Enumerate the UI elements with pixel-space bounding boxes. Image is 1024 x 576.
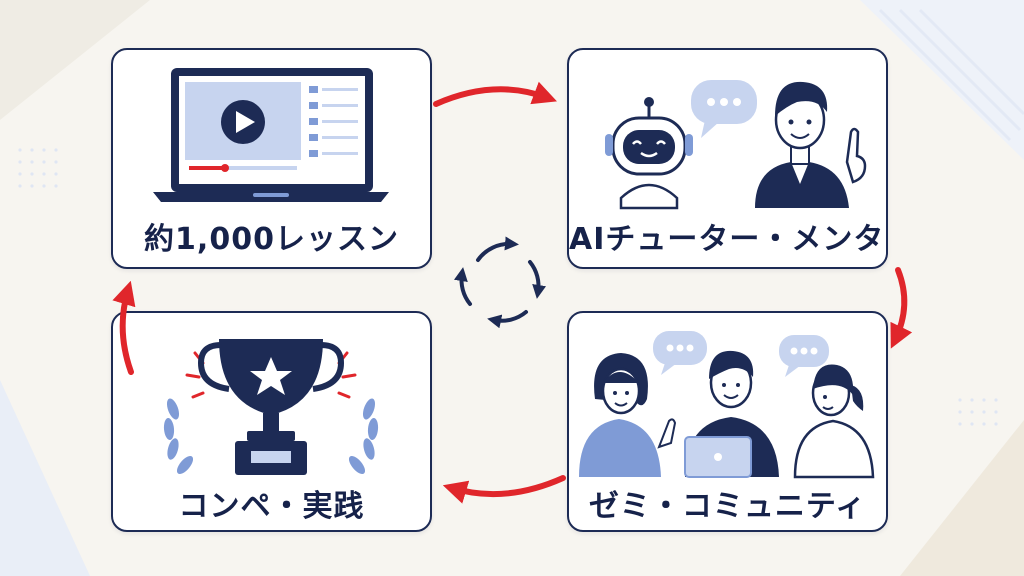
card-competition[interactable]: コンペ・実践	[111, 311, 432, 532]
card-community[interactable]: ゼミ・コミュニティ	[567, 311, 888, 532]
trophy-icon	[163, 339, 379, 475]
person-icon	[579, 353, 677, 477]
person-icon	[684, 350, 779, 478]
card-label: AIチューター・メンター	[569, 222, 888, 257]
card-lessons[interactable]: 約1,000レッスン	[111, 48, 432, 269]
group-discussion-icon	[579, 331, 875, 479]
card-ai-tutor[interactable]: AIチューター・メンター	[567, 48, 888, 269]
card-label: 約1,000レッスン	[144, 222, 399, 257]
card-label: コンペ・実践	[178, 489, 365, 524]
robot-icon	[605, 97, 693, 210]
speech-bubble-icon	[691, 80, 757, 138]
speech-bubble-icon	[653, 331, 829, 377]
robot-and-mentor-icon	[605, 80, 867, 210]
mentor-person-icon	[755, 81, 867, 208]
person-icon	[793, 364, 875, 479]
laptop-video-icon	[153, 68, 389, 202]
card-label: ゼミ・コミュニティ	[588, 489, 867, 524]
laurel-icon	[163, 398, 379, 475]
